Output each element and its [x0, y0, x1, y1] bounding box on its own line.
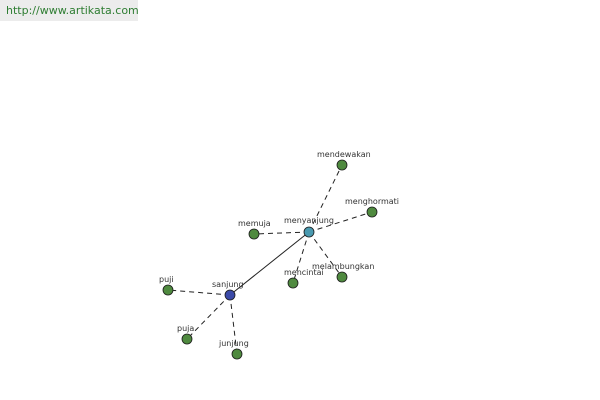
node-label-melambungkan: melambungkan — [312, 262, 374, 271]
node-melambungkan[interactable] — [336, 271, 348, 283]
node-puji[interactable] — [162, 284, 174, 296]
node-sanjung[interactable] — [224, 289, 236, 301]
labels-layer: sanjung menyanjung mendewakan menghormati me… — [159, 150, 399, 348]
node-memuja[interactable] — [248, 228, 260, 240]
node-label-puji: puji — [159, 275, 174, 284]
node-menyanjung[interactable] — [303, 226, 315, 238]
node-label-menghormati: menghormati — [345, 197, 399, 206]
node-junjung[interactable] — [231, 348, 243, 360]
watermark-url: http://www.artikata.com — [0, 0, 139, 21]
node-label-mencintai: mencintai — [284, 268, 324, 277]
edge-menyanjung-memuja — [253, 231, 310, 235]
edge-sanjung-junjung — [229, 294, 238, 355]
node-label-puja: puja — [177, 324, 194, 333]
nodes-layer — [162, 159, 378, 360]
node-label-mendewakan: mendewakan — [317, 150, 371, 159]
edge-menyanjung-melambungkan — [308, 231, 343, 278]
node-mendewakan[interactable] — [336, 159, 348, 171]
node-mencintai[interactable] — [287, 277, 299, 289]
node-label-sanjung: sanjung — [212, 280, 244, 289]
node-puja[interactable] — [181, 333, 193, 345]
edge-sanjung-menyanjung — [229, 231, 310, 296]
node-label-menyanjung: menyanjung — [284, 216, 334, 225]
edges-layer — [167, 164, 373, 355]
node-menghormati[interactable] — [366, 206, 378, 218]
edge-menyanjung-mendewakan — [308, 164, 343, 233]
edge-sanjung-puja — [186, 294, 231, 340]
edge-menyanjung-menghormati — [308, 211, 373, 233]
node-label-junjung: junjung — [218, 339, 249, 348]
edge-sanjung-puji — [167, 289, 231, 296]
node-label-memuja: memuja — [238, 219, 271, 228]
